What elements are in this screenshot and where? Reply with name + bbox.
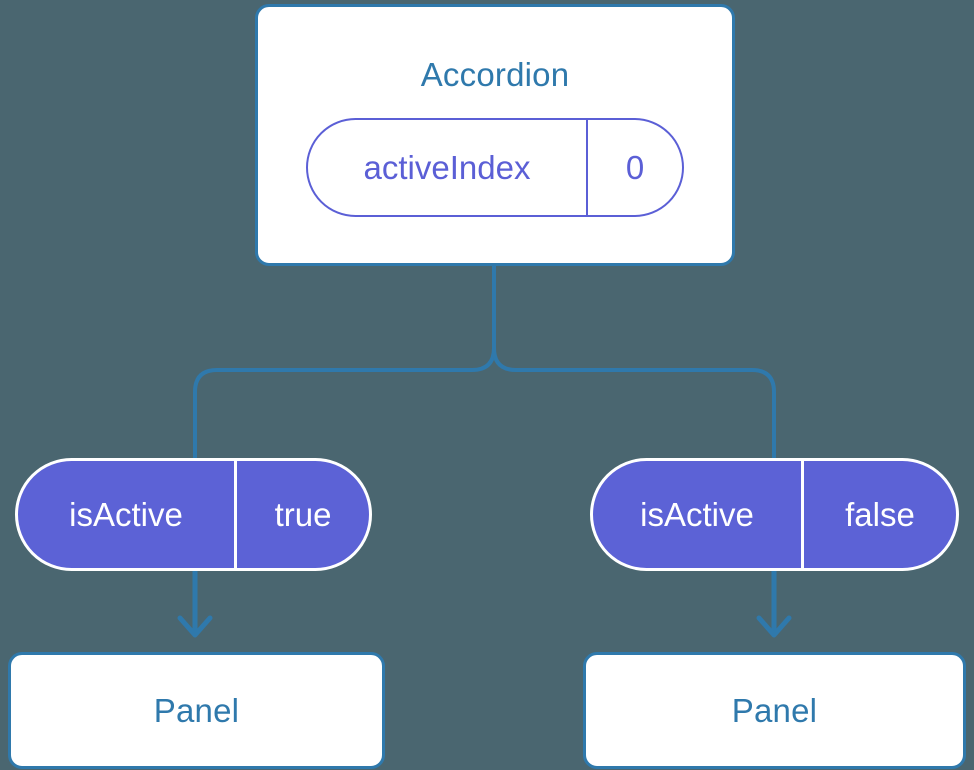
node-panel-title: Panel [731, 692, 818, 729]
node-isactive-false[interactable]: isActive false [590, 458, 959, 571]
prop-pill-key: isActive [18, 461, 237, 568]
prop-pill-value: false [845, 496, 915, 533]
node-panel-right[interactable]: Panel [583, 652, 966, 769]
prop-pill-value: true [274, 496, 332, 533]
node-panel-title: Panel [153, 692, 240, 729]
prop-pill-key: activeIndex [308, 120, 588, 215]
arrow-left [177, 568, 213, 638]
prop-pill-key: isActive [593, 461, 804, 568]
prop-pill-activeindex[interactable]: activeIndex 0 [306, 118, 684, 217]
node-accordion[interactable]: Accordion activeIndex 0 [255, 4, 735, 266]
node-panel-left[interactable]: Panel [8, 652, 385, 769]
arrow-right [756, 568, 792, 638]
branch-connector [193, 264, 496, 460]
prop-pill-value: 0 [625, 149, 645, 186]
node-isactive-true[interactable]: isActive true [15, 458, 372, 571]
branch-connector [492, 264, 776, 460]
node-accordion-title: Accordion [420, 56, 570, 93]
